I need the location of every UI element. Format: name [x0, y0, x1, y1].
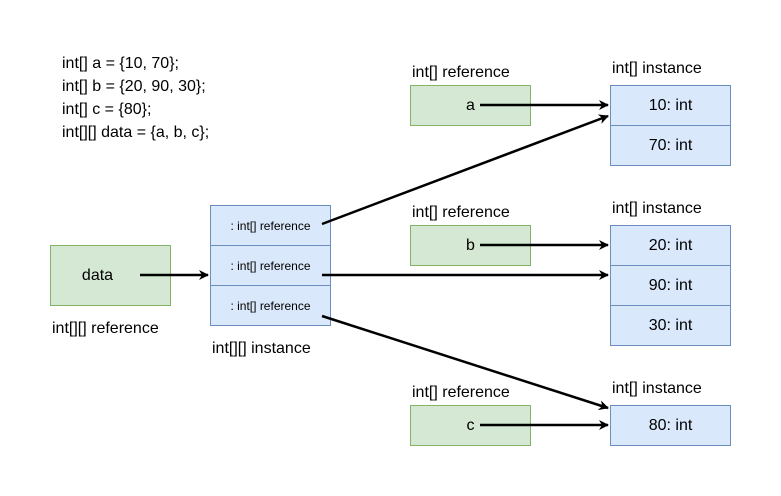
data-reference-value: data: [81, 266, 114, 284]
instance-c-label: int[] instance: [612, 380, 702, 397]
outer-instance-cell-0: : int[] reference: [210, 205, 331, 246]
ref-a-label: int[] reference: [412, 64, 510, 81]
ref-b-label: int[] reference: [412, 204, 510, 221]
ref-c-label: int[] reference: [412, 384, 510, 401]
code-line-c: int[] c = {80};: [62, 101, 152, 118]
instance-a-cell-1: 70: int: [610, 125, 731, 166]
code-line-data: int[][] data = {a, b, c};: [62, 124, 210, 141]
code-line-a: int[] a = {10, 70};: [62, 55, 179, 72]
instance-b-cell-0: 20: int: [610, 225, 731, 266]
instance-b-cell-1: 90: int: [610, 265, 731, 306]
ref-c-value: c: [466, 416, 475, 434]
arrow-cell0-to-a: [321, 114, 609, 226]
instance-b-cell-2: 30: int: [610, 305, 731, 346]
data-reference-box: data: [50, 245, 171, 306]
instance-c-cell-0: 80: int: [610, 405, 731, 446]
instance-a-label: int[] instance: [612, 60, 702, 77]
instance-b-label: int[] instance: [612, 200, 702, 217]
ref-b-value: b: [466, 236, 475, 254]
code-line-b: int[] b = {20, 90, 30};: [62, 78, 206, 95]
outer-instance-cell-2: : int[] reference: [210, 285, 331, 326]
data-reference-label: int[][] reference: [52, 320, 159, 337]
ref-a-value: a: [466, 96, 475, 114]
code-block: int[] a = {10, 70}; int[] b = {20, 90, 3…: [62, 52, 209, 144]
outer-instance-cell-1: : int[] reference: [210, 245, 331, 286]
instance-a-cell-0: 10: int: [610, 85, 731, 126]
arrow-cell2-to-c: [321, 314, 609, 411]
outer-instance-label: int[][] instance: [212, 340, 311, 357]
